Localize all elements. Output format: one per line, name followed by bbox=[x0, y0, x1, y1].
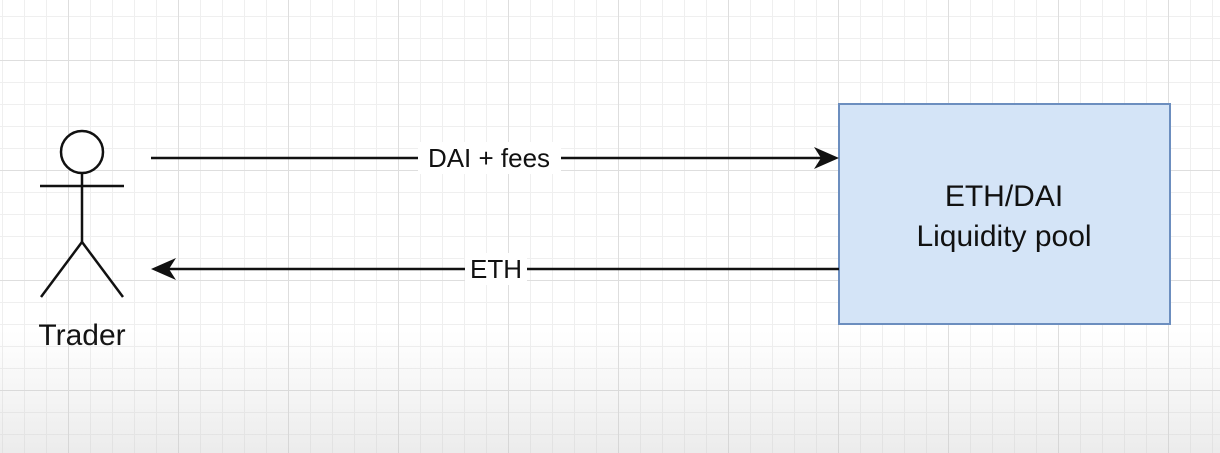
pool-box bbox=[838, 103, 1171, 325]
edge-dai-fees-label: DAI + fees bbox=[428, 143, 550, 173]
actor-label: Trader bbox=[38, 319, 125, 352]
stick-figure-icon bbox=[39, 129, 125, 298]
edge-eth-label: ETH bbox=[470, 254, 522, 284]
arrowhead-left-icon bbox=[151, 258, 176, 280]
liquidity-pool-node[interactable]: ETH/DAI Liquidity pool bbox=[838, 103, 1171, 325]
arrowhead-right-icon bbox=[814, 147, 839, 169]
pool-label-line1: ETH/DAI bbox=[945, 180, 1063, 213]
actor-right-leg bbox=[80, 241, 125, 298]
actor-left-leg bbox=[39, 241, 84, 298]
pool-label-line2: Liquidity pool bbox=[916, 220, 1091, 253]
edge-dai-fees-label-bg bbox=[418, 142, 561, 174]
edge-eth-label-bg bbox=[465, 253, 527, 285]
edge-dai-fees[interactable]: DAI + fees bbox=[151, 142, 839, 174]
actor-head bbox=[59, 129, 105, 175]
edge-eth[interactable]: ETH bbox=[151, 253, 839, 285]
trader-actor[interactable]: Trader bbox=[38, 129, 126, 352]
